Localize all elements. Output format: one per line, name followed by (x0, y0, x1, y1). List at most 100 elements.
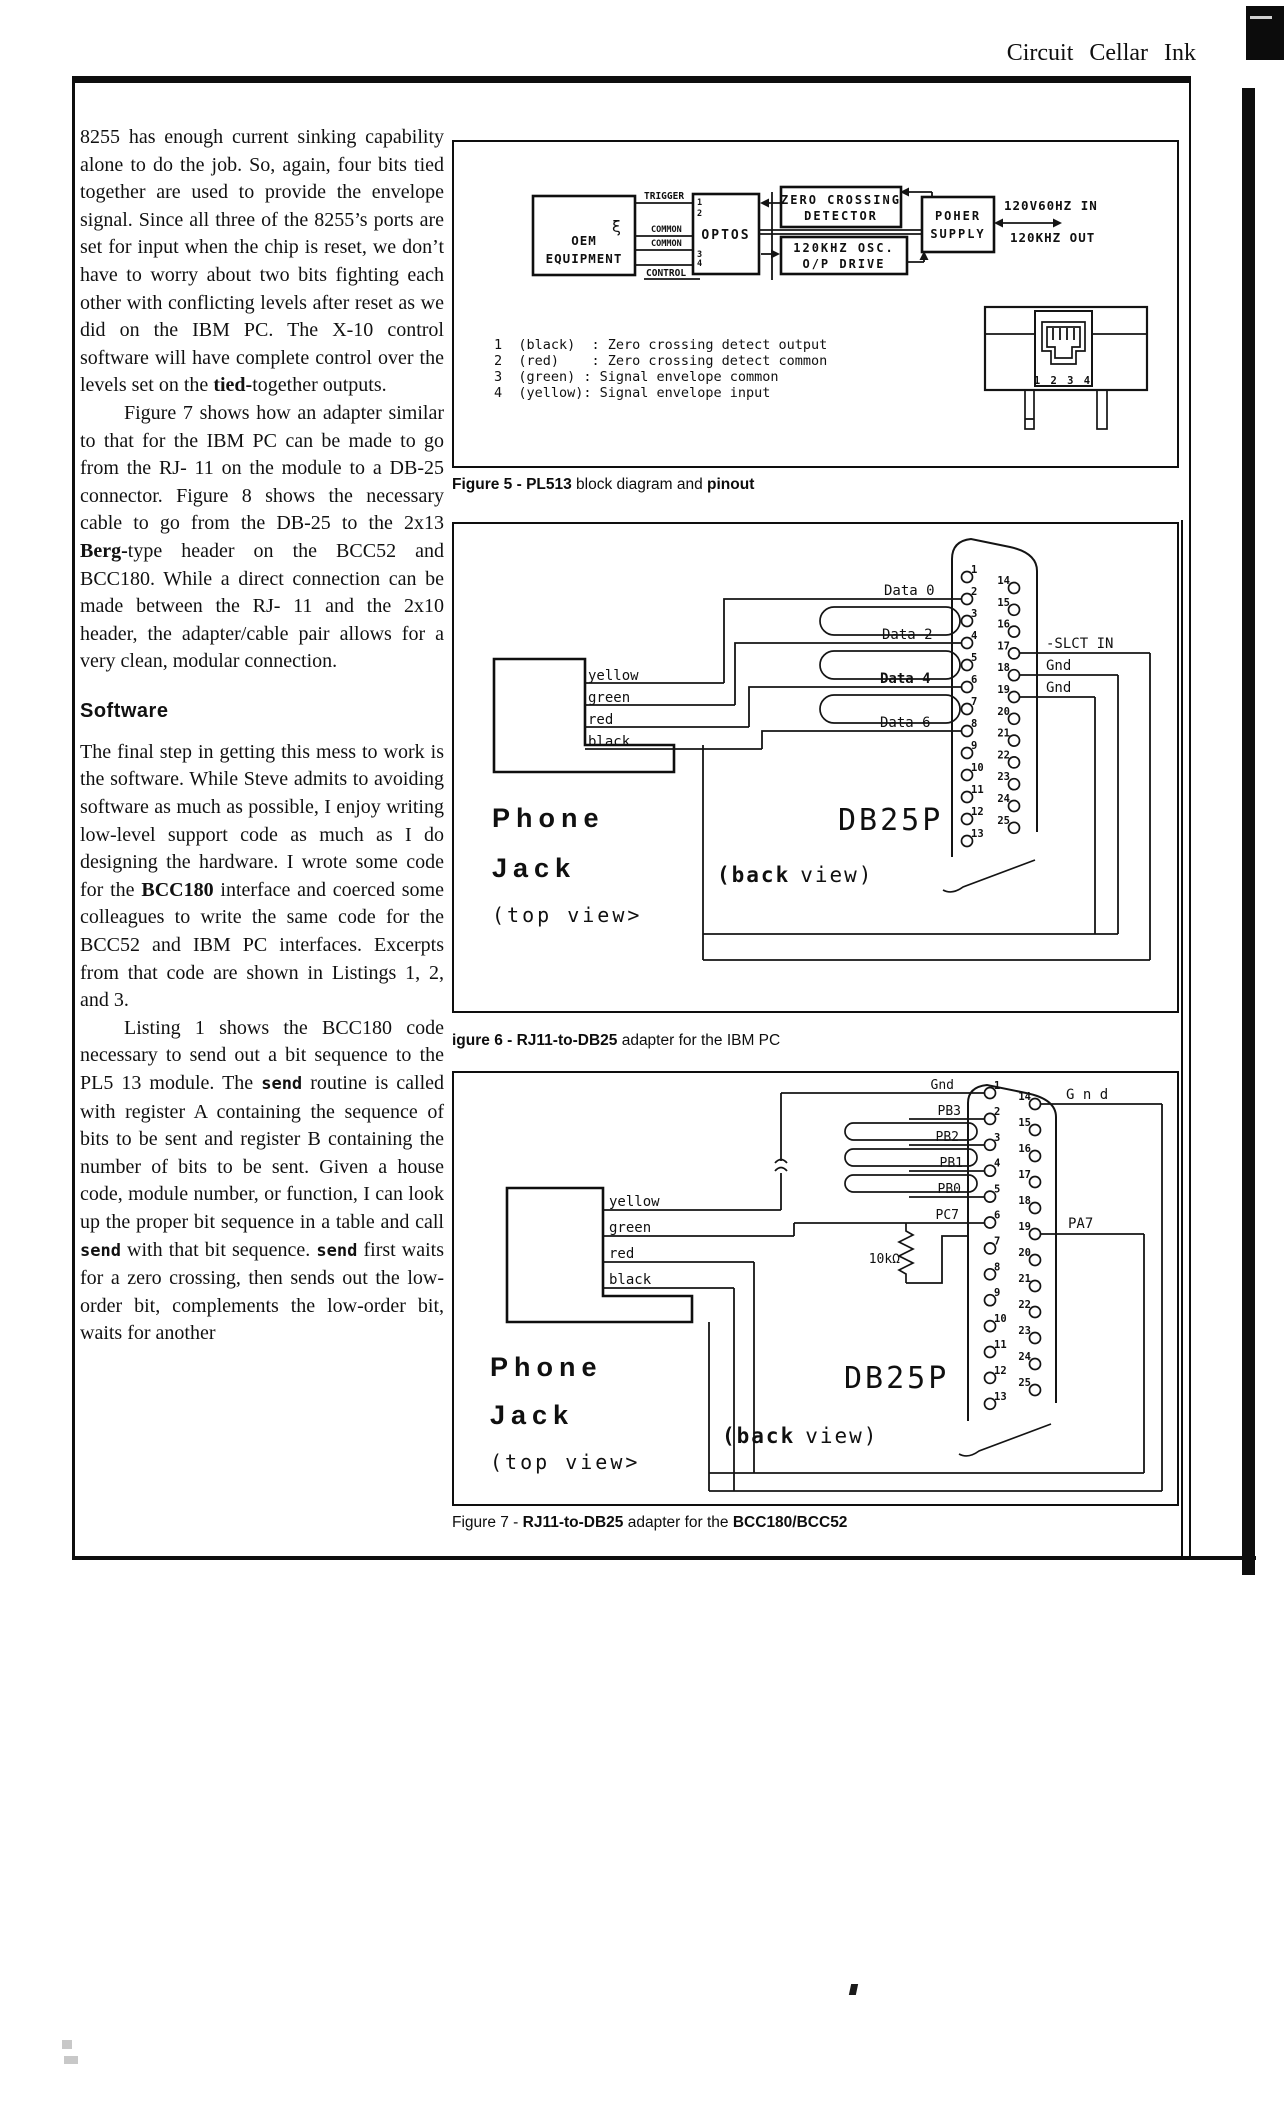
right-rule-outer (1189, 76, 1191, 1560)
common-label: COMMON (651, 239, 682, 249)
power-label2: SUPPLY (930, 227, 985, 241)
svg-text:6: 6 (994, 1210, 1000, 1222)
svg-text:12: 12 (994, 1365, 1007, 1377)
paragraph: Listing 1 shows the BCC180 code necessar… (80, 1016, 445, 1345)
svg-text:5: 5 (971, 652, 977, 664)
svg-text:21: 21 (1018, 1273, 1031, 1285)
osc-drive-box (779, 235, 909, 276)
jack-title: Jack (490, 1400, 574, 1430)
wire-black-label: black (588, 734, 631, 750)
slct-in-label: -SLCT IN (1046, 636, 1113, 652)
zcd-label2: DETECTOR (804, 209, 878, 223)
svg-text:3: 3 (971, 608, 977, 620)
ac-out-label: 120KHZ OUT (1010, 230, 1095, 245)
data2-label: Data 2 (882, 627, 933, 643)
figure5-diagram: OEM EQUIPMENT ξ TRIGGER COMMON COMMON CO… (494, 185, 1149, 430)
svg-text:10: 10 (994, 1313, 1007, 1325)
power-label: POHER (935, 209, 981, 223)
svg-text:14: 14 (997, 575, 1010, 587)
paragraph: Figure 7 shows how an adapter similar to… (80, 401, 444, 673)
svg-text:16: 16 (997, 619, 1010, 631)
wire-loop (819, 606, 961, 636)
pc7-label: PC7 (936, 1208, 959, 1223)
top-rule (72, 76, 1191, 83)
corner-ink-block (1246, 6, 1284, 60)
svg-text:22: 22 (997, 749, 1010, 761)
svg-text:23: 23 (997, 771, 1010, 783)
optos-label: OPTOS (701, 228, 750, 243)
figure6-box: yellow green red black Data 0 Data 2 Dat… (452, 522, 1179, 1013)
svg-text:19: 19 (997, 684, 1010, 696)
squiggle-icon: ξ (612, 217, 621, 236)
figure6-caption: igure 6 - RJ11-to-DB25 adapter for the I… (452, 1032, 781, 1049)
figure5-caption: Figure 5 - PL513 block diagram and pinou… (452, 476, 755, 493)
svg-text:16: 16 (1018, 1143, 1031, 1155)
oem-label2: EQUIPMENT (546, 251, 623, 266)
figure7-caption: Figure 7 - RJ11-to-DB25 adapter for the … (452, 1514, 848, 1531)
pb2-label: PB2 (936, 1130, 959, 1145)
wire-loop (844, 1148, 978, 1167)
svg-text:15: 15 (1018, 1117, 1031, 1129)
wire-black-label: black (609, 1272, 652, 1288)
figure5-box: OEM EQUIPMENT ξ TRIGGER COMMON COMMON CO… (452, 140, 1179, 468)
svg-text:18: 18 (1018, 1195, 1031, 1207)
ac-in-label: 120V60HZ IN (1004, 198, 1098, 213)
wire-green-label: green (609, 1220, 651, 1236)
svg-text:4: 4 (994, 1158, 1000, 1170)
pb3-label: PB3 (938, 1104, 961, 1119)
svg-text:8: 8 (971, 718, 977, 730)
svg-text:11: 11 (971, 784, 984, 796)
pin-legend-3: 3 (green) : Signal envelope common (494, 369, 778, 385)
wire-red-label: red (609, 1246, 634, 1262)
pb1-label: PB1 (940, 1156, 963, 1171)
rj11-jack-outline (1041, 321, 1086, 365)
top-view-label: (top view> (492, 903, 642, 927)
data6-label: Data 6 (880, 715, 931, 731)
figure6-diagram: yellow green red black Data 0 Data 2 Dat… (492, 537, 1151, 961)
svg-text:13: 13 (994, 1391, 1007, 1403)
svg-text:25: 25 (997, 815, 1010, 827)
pl513-module-drawing: 1 2 3 4 (983, 305, 1149, 430)
svg-text:14: 14 (1018, 1091, 1031, 1103)
svg-text:20: 20 (1018, 1247, 1031, 1259)
pin-legend-2: 2 (red) : Zero crossing detect common (494, 353, 827, 369)
wire-loop (819, 650, 961, 680)
left-rule (72, 76, 75, 1560)
svg-text:9: 9 (971, 740, 977, 752)
wire-loop (819, 694, 961, 724)
scan-artifact (64, 2056, 78, 2064)
pin-legend-1: 1 (black) : Zero crossing detect output (494, 337, 827, 353)
page-header: Circuit Cellar Ink (1006, 40, 1196, 66)
svg-text:7: 7 (994, 1235, 1000, 1247)
svg-text:8: 8 (994, 1261, 1000, 1273)
gnd-right-label: G n d (1066, 1087, 1108, 1103)
jack-title: Jack (492, 853, 576, 883)
wire-green-label: green (588, 690, 630, 706)
optos-pin: 1 (697, 198, 702, 208)
wire-yellow-label: yellow (609, 1194, 660, 1210)
scan-artifact (62, 2040, 72, 2049)
gnd-label: Gnd (1046, 658, 1071, 674)
wire-red-label: red (588, 712, 613, 728)
zcd-label: ZERO CROSSING (781, 193, 901, 207)
gnd-pin-label: Gnd (931, 1078, 954, 1093)
pin-legend-4: 4 (yellow): Signal envelope input (494, 385, 770, 401)
wire-break-icon (774, 1158, 788, 1172)
svg-text:17: 17 (997, 640, 1010, 652)
svg-text:3: 3 (994, 1132, 1000, 1144)
oem-label: OEM (571, 233, 597, 248)
control-label: CONTROL (646, 268, 686, 279)
svg-text:25: 25 (1018, 1377, 1031, 1389)
svg-text:24: 24 (997, 793, 1010, 805)
data0-label: Data 0 (884, 583, 935, 599)
svg-text:21: 21 (997, 728, 1010, 740)
resistor-value: 10kΩ (869, 1252, 900, 1267)
gnd-label: Gnd (1046, 680, 1071, 696)
svg-text:1: 1 (971, 564, 977, 576)
figure7-box: yellow green red black Gnd PB3 PB2 PB1 P (452, 1071, 1179, 1506)
svg-text:7: 7 (971, 696, 977, 708)
paragraph: 8255 has enough current sinking capabili… (80, 126, 444, 397)
